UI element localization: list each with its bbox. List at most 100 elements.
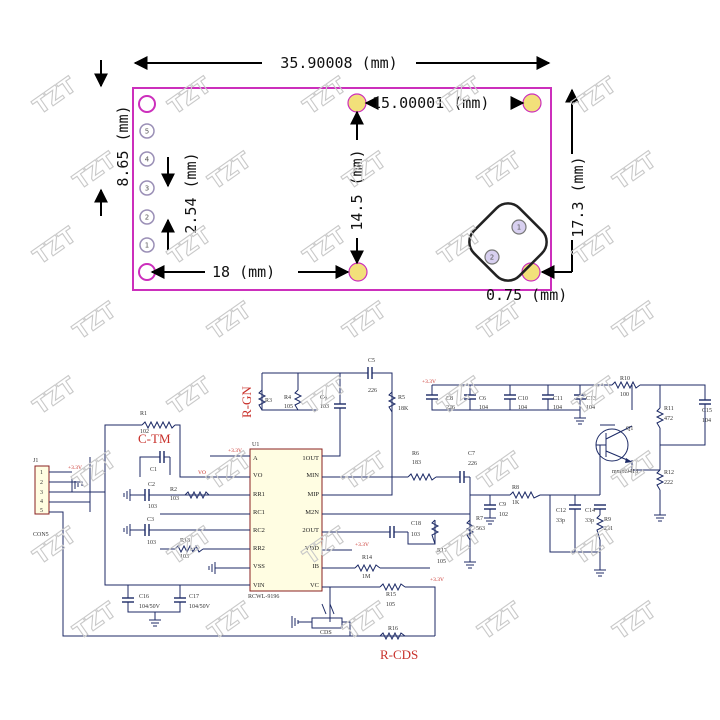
watermark-text: TZT [474,298,526,345]
svg-text:VDD: VDD [305,545,319,552]
capacitor-c4 [334,403,346,418]
svg-text:104: 104 [518,405,527,411]
svg-text:+3.3V: +3.3V [430,577,444,583]
watermark-text: TZT [569,373,621,420]
label-c-tm: C-TM [138,431,171,446]
header-pin-5: 5 [139,123,155,139]
svg-text:mmbt9418: mmbt9418 [612,469,638,475]
svg-text:105: 105 [386,602,395,608]
watermark-text: TZT [609,148,661,195]
svg-text:18 (mm): 18 (mm) [212,263,275,281]
watermark-text: TZT [339,598,391,645]
svg-text:R2: R2 [170,487,177,493]
resistor-r17 [430,519,440,545]
svg-text:33p: 33p [556,518,565,524]
dim-width: 35.90008 (mm) [133,54,551,72]
svg-text:2.54 (mm): 2.54 (mm) [182,152,200,233]
svg-text:RC1: RC1 [253,509,265,516]
svg-text:MIP: MIP [307,491,319,498]
capacitor-c17 [174,597,186,603]
resistor-r15 [379,582,406,592]
svg-text:103: 103 [148,504,157,510]
svg-text:4: 4 [40,499,43,505]
svg-text:R15: R15 [386,592,396,598]
svg-text:103: 103 [147,540,156,546]
mount-pad-top-left [347,93,367,113]
ic-u1: U1 RCWL-9196 A VO RR1 RC1 RC2 RR2 VSS VI… [248,442,323,600]
schematic-wires [49,372,706,637]
header-pin-3: 3 [139,180,155,196]
watermark-text: TZT [69,298,121,345]
watermark-text: TZT [164,73,216,120]
svg-text:R17: R17 [437,548,447,554]
svg-text:VO: VO [253,472,263,479]
resistor-r13 [174,544,204,554]
resistor-r14 [354,563,381,573]
ground-r12 [654,514,666,522]
watermark-text: TZT [69,598,121,645]
svg-text:RC2: RC2 [253,527,265,534]
svg-text:J1: J1 [33,458,38,464]
watermark-text: TZT [299,73,351,120]
svg-text:C17: C17 [189,594,199,600]
svg-text:105: 105 [437,559,446,565]
svg-text:RR1: RR1 [253,491,265,498]
watermark-text: TZT [434,73,486,120]
svg-text:A: A [253,455,258,462]
capacitor-c12 [569,504,581,520]
svg-text:RR2: RR2 [253,545,265,552]
dim-offset: 0.75 (mm) [486,286,567,304]
resistor-r12 [655,469,665,491]
ic-left-pins: A VO RR1 RC1 RC2 RR2 VSS VIN [253,455,265,589]
svg-text:104/50V: 104/50V [189,604,211,610]
resistor-r5 [387,391,397,413]
mount-pad-bottom-mid [348,262,368,282]
watermark-text: TZT [434,373,486,420]
resistor-r7 [465,519,475,541]
svg-text:1: 1 [517,224,521,232]
photoresistor-cds [298,603,351,636]
svg-text:R12: R12 [664,470,674,476]
svg-text:C12: C12 [556,508,566,514]
capacitor-c9 [484,504,496,518]
svg-text:M2N: M2N [305,509,319,516]
watermark-text: TZT [164,223,216,270]
resistor-r1 [141,420,176,430]
capacitor-c18 [389,526,408,538]
svg-text:226: 226 [468,461,477,467]
header-pin-2: 2 [139,209,155,225]
svg-text:VC: VC [310,582,319,589]
svg-text:104: 104 [479,405,488,411]
board-outline [132,87,552,291]
svg-text:R6: R6 [412,451,419,457]
capacitor-c1 [159,451,170,463]
svg-text:5: 5 [145,128,149,136]
svg-text:104: 104 [586,405,595,411]
dim-hole-span-bottom: 18 (mm) [150,263,350,281]
resistor-r6 [407,472,437,482]
header-pin-4: 4 [139,151,155,167]
dim-height-right: 17.3 (mm) [540,88,587,279]
dim-hole-span-top: 15.00001 (mm) [364,94,525,112]
svg-text:183: 183 [412,460,421,466]
svg-text:C5: C5 [368,358,375,364]
dim-pitch: 2.54 (mm) [161,152,200,250]
svg-text:C13: C13 [586,396,596,402]
svg-text:U1: U1 [252,442,259,448]
capacitor-c2 [144,489,160,501]
svg-text:MIN: MIN [306,472,319,479]
svg-text:C18: C18 [411,521,421,527]
svg-text:C8: C8 [446,396,453,402]
watermark-text: TZT [474,598,526,645]
pcb-outline-drawing: 5 4 3 2 1 1 2 35.90008 (mm) [94,54,587,304]
capacitor-c14 [594,504,606,515]
watermark-text: TZT [29,523,81,570]
capacitor-c15 [699,399,711,420]
svg-text:221: 221 [604,526,613,532]
svg-text:CDS: CDS [320,630,332,636]
capacitor-c7 [459,471,470,483]
svg-text:103: 103 [411,532,420,538]
svg-text:R8: R8 [512,485,519,491]
svg-text:226: 226 [446,405,455,411]
